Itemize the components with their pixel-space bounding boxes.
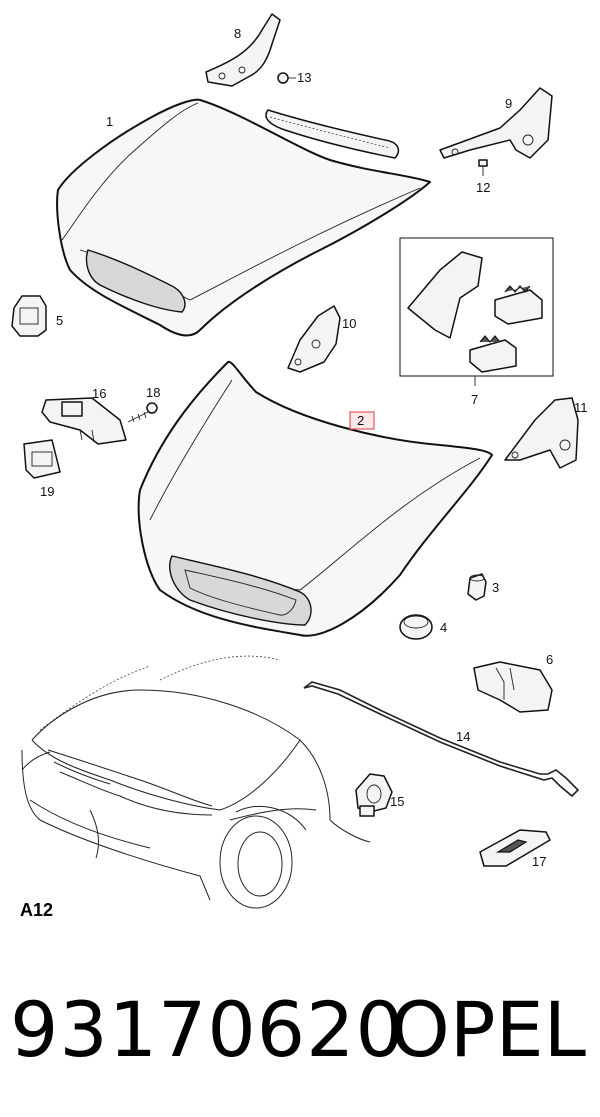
hinge-right-lower[interactable] <box>504 397 579 469</box>
screw-12[interactable] <box>478 159 488 176</box>
kit-box-7[interactable] <box>399 237 554 377</box>
section-code-label: A12 <box>20 900 54 920</box>
latch-16[interactable] <box>41 397 127 445</box>
hinge-left-upper[interactable] <box>205 13 281 87</box>
exploded-parts-diagram: 1 2 8 13 9 12 7 <box>11 13 588 909</box>
callout-6: 6 <box>546 652 553 667</box>
callout-1: 1 <box>106 114 113 129</box>
callout-4: 4 <box>440 620 447 635</box>
callout-2-highlight-box <box>349 411 375 430</box>
callout-11: 11 <box>574 400 588 415</box>
buffer-15[interactable] <box>355 773 393 817</box>
callout-10: 10 <box>342 316 356 331</box>
footer-banner: 93170620 OPEL <box>0 975 600 1085</box>
bracket-19[interactable] <box>23 439 61 479</box>
hinge-left-lower[interactable] <box>287 305 341 373</box>
hood-upper[interactable] <box>56 98 431 337</box>
callout-17: 17 <box>532 854 546 869</box>
callout-15: 15 <box>390 794 404 809</box>
hood-seal-strip[interactable] <box>265 109 400 159</box>
plug-4[interactable] <box>399 614 433 640</box>
callout-8: 8 <box>234 26 241 41</box>
bolt-13[interactable] <box>277 72 296 84</box>
callout-13: 13 <box>297 70 311 85</box>
callout-2: 2 <box>357 413 364 428</box>
callout-3: 3 <box>492 580 499 595</box>
car-front-outline <box>21 655 371 909</box>
release-handle-6[interactable] <box>473 661 553 713</box>
release-cable-14[interactable] <box>303 681 580 798</box>
callout-18: 18 <box>146 385 160 400</box>
callout-7: 7 <box>471 392 478 407</box>
callout-19: 19 <box>40 484 54 499</box>
hood-main[interactable] <box>137 360 493 637</box>
brand-name: OPEL <box>389 985 586 1074</box>
hinge-right-upper[interactable] <box>439 87 553 159</box>
clip-5[interactable] <box>11 295 47 337</box>
screw-18[interactable] <box>127 402 158 423</box>
callout-9: 9 <box>505 96 512 111</box>
callout-5: 5 <box>56 313 63 328</box>
callout-14: 14 <box>456 729 470 744</box>
part-number: 93170620 <box>10 985 405 1074</box>
callout-12: 12 <box>476 180 490 195</box>
pad-17[interactable] <box>479 829 551 867</box>
callout-16: 16 <box>92 386 106 401</box>
bump-stop-3[interactable] <box>467 573 487 601</box>
